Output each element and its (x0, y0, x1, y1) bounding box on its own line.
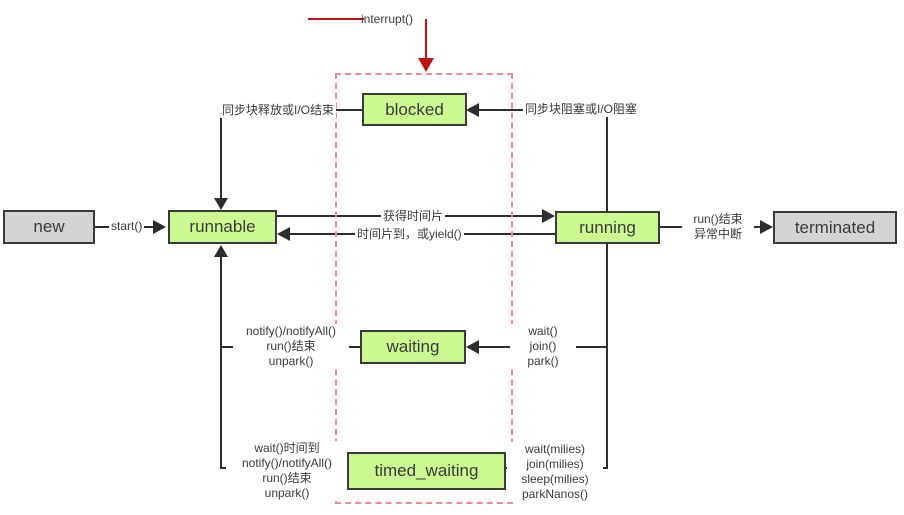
blocking-states-dashed-region (335, 73, 513, 504)
node-blocked: blocked (362, 93, 467, 126)
connector-blocked-to-runnable-vertical (220, 110, 222, 199)
edge-label-waiting-enter: wait() join() park() (510, 324, 576, 369)
edge-label-exception: 异常中断 (693, 227, 742, 241)
edge-label-park: park() (527, 354, 559, 368)
edge-label-timed-exit: wait()时间到 notify()/notifyAll() run()结束 u… (226, 441, 348, 501)
edge-label-waiting-exit: notify()/notifyAll() run()结束 unpark() (233, 324, 349, 369)
edge-label-timed-enter: wait(milies) join(milies) sleep(milies) … (507, 442, 603, 502)
edge-label-wait: wait() (528, 324, 558, 338)
edge-label-sleep-milies: sleep(milies) (521, 472, 589, 486)
node-waiting: waiting (360, 330, 466, 364)
runnable-bottom-arrowhead-up-icon (214, 245, 228, 257)
edge-label-timeslice-yield: 时间片到，或yield() (355, 227, 464, 242)
connector-running-to-blocked-vertical (606, 110, 608, 211)
edge-label-run-end: run()结束 (262, 471, 312, 485)
edge-label-start: start() (109, 219, 145, 234)
edge-label-to-terminated: run()结束 异常中断 (682, 212, 754, 242)
terminated-arrowhead-right-icon (760, 220, 773, 234)
edge-label-join-milies: join(milies) (526, 457, 584, 471)
runnable-right-arrowhead-left-icon (277, 227, 290, 241)
connector-interrupt-horizontal (308, 18, 364, 20)
edge-label-notify: notify()/notifyAll() (241, 456, 333, 470)
node-running: running (555, 211, 660, 244)
edge-label-run-end: run()结束 (693, 212, 743, 226)
edge-label-wait-timeout: wait()时间到 (254, 441, 320, 455)
connector-left-return-vertical (220, 257, 222, 469)
edge-label-wait-milies: wait(milies) (525, 442, 585, 456)
edge-label-gain-timeslice: 获得时间片 (381, 209, 446, 224)
edge-label-sync-release: 同步块释放或I/O结束 (170, 103, 336, 118)
edge-label-sync-block: 同步块阻塞或I/O阻塞 (523, 102, 640, 117)
blocked-arrowhead-left-icon (466, 103, 479, 117)
node-terminated: terminated (773, 211, 897, 244)
running-left-arrowhead-right-icon (542, 209, 555, 223)
waiting-arrowhead-left-icon (466, 340, 479, 354)
edge-label-unpark: unpark() (264, 486, 310, 500)
edge-label-run-end: run()结束 (266, 339, 316, 353)
runnable-left-arrowhead-right-icon (153, 220, 166, 234)
node-runnable: runnable (168, 210, 277, 244)
edge-label-park-nanos: parkNanos() (521, 487, 589, 501)
node-new: new (3, 210, 95, 244)
edge-label-interrupt: interrupt() (361, 12, 414, 26)
edge-label-notify: notify()/notifyAll() (245, 324, 337, 338)
edge-label-unpark: unpark() (268, 354, 314, 368)
connector-running-bottom-vertical (606, 244, 608, 469)
connector-interrupt-vertical (425, 19, 427, 59)
edge-label-join: join() (529, 339, 557, 353)
runnable-top-arrowhead-down-icon (214, 198, 228, 210)
interrupt-arrowhead-down-icon (418, 58, 434, 72)
node-timed-waiting: timed_waiting (347, 452, 506, 490)
